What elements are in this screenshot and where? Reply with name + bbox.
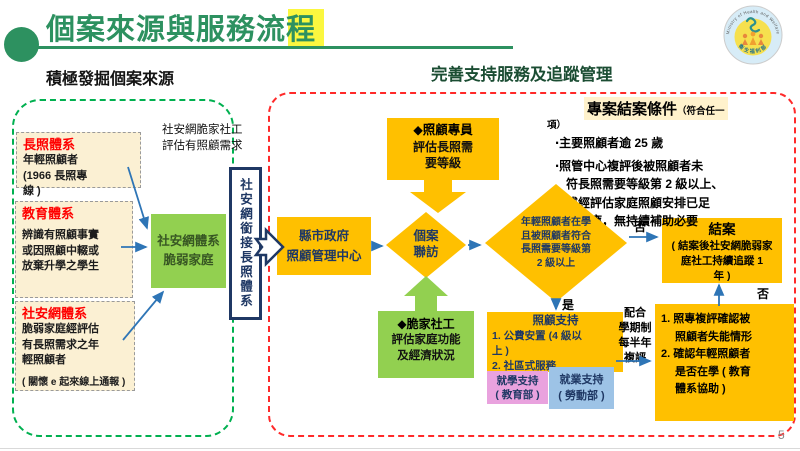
source-box-longterm-care: 長照體系 年輕照顧者 (1966 長照專 線 ) [16, 132, 141, 197]
care-specialist-title: ◆照顧專員 [413, 123, 473, 137]
semiannual-review-box: 1. 照專複評確認被 照顧者失能情形 2. 確認年輕照顧者 是否在學 ( 教育 … [655, 304, 794, 421]
label-no: 否 [757, 287, 770, 301]
joint-visit-line: 個案 [413, 229, 439, 243]
close-case-box: 結案 ( 結案後社安網脆弱家 庭社工持續追蹤 1 年 ) [662, 218, 782, 283]
review-cycle-note: 配合 學期制 每半年 複評 [615, 306, 655, 366]
source-box-line: 辨識有照顧事實 [22, 229, 99, 241]
closing-conditions-title: 專案結案條件 [587, 101, 678, 118]
care-support-title: 照顧支持 [532, 315, 579, 327]
transition-vertical-box: 社安網銜接長照體系 [229, 167, 262, 320]
social-worker-box: ◆脆家社工 評估家庭功能 及經濟狀況 [378, 311, 474, 378]
hub-line: 社安網體系 [157, 234, 220, 248]
employment-support-line: ( 勞動部 ) [558, 390, 605, 402]
review-line: 體系協助 ) [675, 383, 726, 395]
closing-conditions-block: 專案結案條件（符合任一 項） ‧主要照顧者逾 25 歲 ‧照管中心複評後被照顧者… [546, 97, 796, 231]
care-management-center-box: 縣市政府 照顧管理中心 [277, 217, 371, 275]
care-support-line: 上 ) [492, 345, 509, 357]
source-box-safetynet: 社安網體系 脆弱家庭經評估 有長照需求之年 輕照顧者 ( 關懷 e 起來線上通報… [15, 301, 135, 391]
source-box-line: 年輕照顧者 [23, 154, 78, 166]
closing-conditions-heading: 專案結案條件（符合任一 [584, 97, 728, 120]
eligibility-line: 長照需要等級第 [521, 244, 591, 255]
eligibility-line: 2 級以上 [536, 257, 576, 269]
review-cycle-line: 複評 [624, 352, 646, 364]
employment-support-box: 就業支持 ( 勞動部 ) [549, 367, 614, 409]
source-box-line: 脆弱家庭經評估 [22, 323, 99, 335]
care-support-box: 照顧支持 1. 公費安置 (4 級以 上 ) 2. 社區式服務 [487, 312, 623, 372]
school-support-line: 就學支持 [496, 374, 539, 387]
right-section-heading: 完善支持服務及追蹤管理 [431, 66, 613, 84]
title-underline [30, 46, 513, 49]
social-worker-line: 及經濟狀況 [397, 350, 455, 362]
source-box-education: 教育體系 辨識有照顧事實 或因照顧中輟或 放棄升學之學生 [15, 201, 133, 298]
care-center-line: 縣市政府 [298, 229, 349, 243]
title-bullet-circle [4, 27, 39, 62]
eligibility-line: 年輕照顧者在學 [521, 217, 591, 228]
source-box-note: ( 關懷 e 起來線上通報 ) [22, 376, 126, 388]
hub-box-vulnerable-families: 社安網體系 脆弱家庭 [151, 214, 226, 288]
joint-visit-line: 聯訪 [413, 245, 439, 259]
close-case-line: 庭社工持續追蹤 1 [680, 255, 764, 267]
hub-line: 脆弱家庭 [163, 253, 214, 267]
source-box-title: 教育體系 [22, 206, 75, 221]
review-cycle-line: 配合 [624, 307, 646, 319]
close-case-line: ( 結案後社安網脆弱家 [671, 240, 773, 252]
condition-bullet: ‧主要照顧者逾 25 歲 [555, 136, 664, 150]
left-section-heading: 積極發掘個案來源 [46, 71, 175, 88]
care-specialist-box: ◆照顧專員 評估長照需 要等級 [387, 118, 499, 180]
review-line: 是否在學 ( 教育 [675, 365, 751, 378]
care-center-line: 照顧管理中心 [286, 249, 362, 263]
school-support-box: 就學支持 ( 教育部 ) [487, 371, 548, 404]
eligibility-label: 年輕照顧者在學 且被照顧者符合 長照需要等級第 2 級以上 [494, 216, 618, 270]
closing-conditions-suffix: （符合任一 [677, 106, 725, 117]
slide-bottom-divider [0, 448, 800, 449]
label-no: 否 [634, 220, 647, 234]
source-box-title: 社安網體系 [22, 306, 88, 321]
page-title: 個案來源與服務流程 [46, 14, 317, 46]
bridge-label-line: 評估有照顧需求 [162, 140, 243, 152]
care-support-line: 1. 公費安置 (4 級以 [492, 330, 582, 342]
care-specialist-line: 要等級 [424, 156, 461, 170]
closing-conditions-suffix2: 項） [547, 120, 567, 131]
care-specialist-line: 評估長照需 [412, 140, 473, 154]
close-case-title: 結案 [708, 222, 736, 237]
social-worker-line: 評估家庭功能 [391, 334, 461, 346]
source-box-line: (1966 長照專 [23, 169, 88, 182]
title-yellow-highlight [288, 9, 324, 46]
eligibility-line: 且被照顧者符合 [521, 230, 591, 242]
review-line: 照顧者失能情形 [675, 330, 752, 343]
ministry-logo-icon: Ministry of Health and Welfare 衛生福利部 [723, 5, 783, 65]
source-box-line: 輕照顧者 [22, 354, 66, 366]
review-line: 1. 照專複評確認被 [661, 313, 751, 325]
page-number: 5 [778, 428, 785, 442]
source-box-title: 長照體系 [23, 137, 76, 152]
label-yes: 是 [562, 298, 575, 312]
bridge-label-line: 社安網脆家社工 [162, 124, 243, 136]
care-support-line: 2. 社區式服務 [492, 360, 557, 372]
transition-vertical-text: 社安網銜接長照體系 [238, 178, 252, 309]
condition-bullet-line: 或經評估家庭照顧安排已足 [566, 195, 711, 210]
employment-support-line: 就業支持 [559, 374, 604, 386]
condition-bullet-line: ‧照管中心複評後被照顧者未 [555, 158, 704, 173]
review-cycle-line: 每半年 [618, 337, 652, 349]
bridge-label: 社安網脆家社工 評估有照顧需求 [162, 122, 288, 154]
source-box-line: 或因照顧中輟或 [22, 244, 99, 257]
source-box-line: 線 ) [23, 185, 41, 197]
school-support-line: ( 教育部 ) [495, 388, 540, 401]
social-worker-title: ◆脆家社工 [397, 317, 455, 331]
joint-visit-label: 個案 聯訪 [396, 228, 456, 260]
review-cycle-line: 學期制 [618, 322, 652, 334]
condition-bullet-line: 符長照需要等級第 2 級以上、 [566, 177, 724, 191]
source-box-line: 放棄升學之學生 [22, 260, 99, 272]
close-case-line: 年 ) [713, 270, 731, 282]
source-box-line: 有長照需求之年 [22, 338, 99, 351]
review-line: 2. 確認年輕照顧者 [661, 348, 751, 360]
